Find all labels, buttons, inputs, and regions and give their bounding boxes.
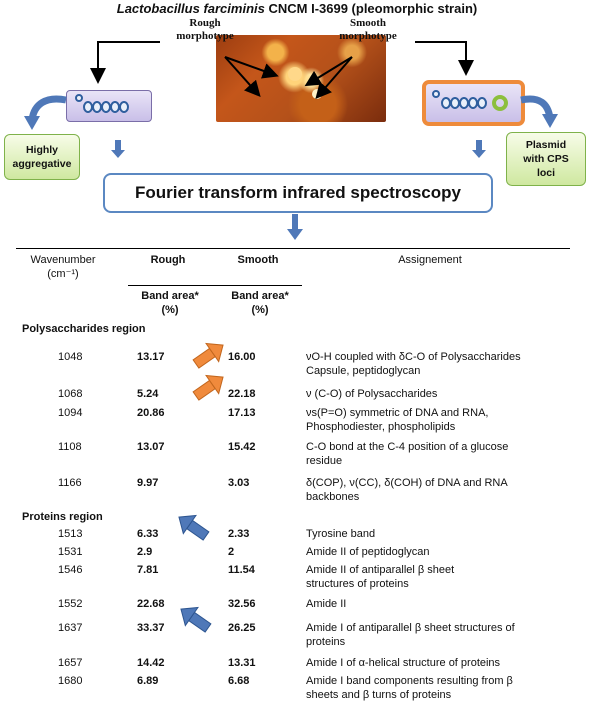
wavenumber-cell: 1108 <box>58 441 82 453</box>
rough-value-cell: 20.86 <box>137 407 165 419</box>
rough-value-cell: 5.24 <box>137 388 159 400</box>
wavenumber-cell: 1513 <box>58 528 83 540</box>
rough-connector-arrow <box>90 41 160 84</box>
down-arrow-right <box>472 140 486 158</box>
header-pct-rough: (%) <box>161 304 179 316</box>
table-top-rule <box>16 248 570 249</box>
rough-pointer-a <box>224 56 261 97</box>
species-name: Lactobacillus farciminis <box>116 1 265 16</box>
wavenumber-cell: 1637 <box>58 622 83 634</box>
smooth-bacteria-icon <box>432 90 487 109</box>
down-arrow-ftir <box>287 214 303 240</box>
proteins-region-label: Proteins region <box>22 511 103 523</box>
rough-morphotype-label: Rough morphotype <box>176 17 234 42</box>
increase-arrow-2 <box>192 374 224 401</box>
smooth-value-cell: 17.13 <box>228 407 256 419</box>
rough-value-cell: 9.97 <box>137 477 159 489</box>
wavenumber-cell: 1531 <box>58 546 83 558</box>
header-smooth: Smooth <box>237 254 279 266</box>
assignment-line: Amide II of antiparallel β sheet <box>306 564 455 576</box>
assignment-line: ν (C-O) of Polysaccharides <box>306 388 438 400</box>
polysaccharides-region-label: Polysaccharides region <box>22 323 146 335</box>
assignment-line: sheets and β turns of proteins <box>306 689 452 701</box>
assignment-line: backbones <box>306 491 360 503</box>
smooth-connector-arrow <box>415 41 474 76</box>
assignment-line: structures of proteins <box>306 578 409 590</box>
header-pct-smooth: (%) <box>251 304 269 316</box>
curved-arrow-right-head <box>542 114 558 128</box>
wavenumber-cell: 1680 <box>58 675 83 687</box>
assignment-line: Amide II <box>306 598 347 610</box>
assignment-line: proteins <box>306 636 346 648</box>
wavenumber-cell: 1552 <box>58 598 83 610</box>
header-assignment: Assignement <box>398 254 462 266</box>
assignment-line: Amide I band components resulting from β <box>306 675 513 687</box>
smooth-value-cell: 6.68 <box>228 675 250 687</box>
smooth-pointer-b <box>304 56 353 87</box>
assignment-line: Amide II of peptidoglycan <box>306 546 430 558</box>
smooth-value-cell: 3.03 <box>228 477 250 489</box>
wavenumber-cell: 1166 <box>58 477 82 489</box>
down-arrow-left <box>111 140 125 158</box>
rough-value-cell: 6.33 <box>137 528 159 540</box>
figure-title: Lactobacillus farciminis CNCM I-3699 (pl… <box>0 1 594 16</box>
decrease-arrow-1 <box>178 514 210 541</box>
smooth-pointer-a <box>315 56 353 100</box>
wavenumber-cell: 1546 <box>58 564 83 576</box>
ftir-box: Fourier transform infrared spectroscopy <box>103 173 493 213</box>
plasmid-ring-icon <box>492 95 508 111</box>
header-band-area-rough: Band area* <box>141 290 199 302</box>
smooth-value-cell: 22.18 <box>228 388 256 400</box>
smooth-value-cell: 16.00 <box>228 351 256 363</box>
band-area-rule <box>128 285 302 286</box>
wavenumber-cell: 1094 <box>58 407 83 419</box>
smooth-value-cell: 32.56 <box>228 598 256 610</box>
rough-value-cell: 13.17 <box>137 351 165 363</box>
increase-arrow-1 <box>192 342 224 369</box>
smooth-value-cell: 13.31 <box>228 657 256 669</box>
wavenumber-cell: 1068 <box>58 388 83 400</box>
wavenumber-cell: 1657 <box>58 657 83 669</box>
rough-value-cell: 33.37 <box>137 622 165 634</box>
assignment-line: Amide I of antiparallel β sheet structur… <box>306 622 515 634</box>
rough-value-cell: 13.07 <box>137 441 165 453</box>
assignment-line: νO-H coupled with δC-O of Polysaccharide… <box>306 351 521 363</box>
assignment-line: Phosphodiester, phospholipids <box>306 421 456 433</box>
rough-value-cell: 22.68 <box>137 598 165 610</box>
rough-bacteria-icon <box>75 94 129 113</box>
decrease-arrow-2 <box>180 606 212 633</box>
smooth-value-cell: 2 <box>228 546 235 558</box>
curved-arrow-left-head <box>24 116 40 130</box>
strain-name: CNCM I-3699 (pleomorphic strain) <box>264 1 478 16</box>
assignment-line: νs(P=O) symmetric of DNA and RNA, <box>306 407 489 419</box>
wavenumber-cell: 1048 <box>58 351 83 363</box>
assignment-line: δ(COP), ν(CC), δ(COH) of DNA and RNA <box>306 477 508 489</box>
rough-value-cell: 7.81 <box>137 564 159 576</box>
rough-pointer-b <box>224 56 279 79</box>
smooth-value-cell: 15.42 <box>228 441 256 453</box>
header-rough: Rough <box>150 254 186 266</box>
assignment-line: Capsule, peptidoglycan <box>306 365 421 377</box>
assignment-line: C-O bond at the C-4 position of a glucos… <box>306 441 509 453</box>
header-unit: (cm⁻¹) <box>47 268 79 280</box>
smooth-value-cell: 11.54 <box>228 564 255 576</box>
assignment-line: Tyrosine band <box>306 528 376 540</box>
highly-aggregative-box: Highly aggregative <box>4 134 80 180</box>
smooth-value-cell: 2.33 <box>228 528 250 540</box>
assignment-line: Amide I of α-helical structure of protei… <box>306 657 501 669</box>
rough-value-cell: 2.9 <box>137 546 153 558</box>
assignment-line: residue <box>306 455 343 467</box>
header-wavenumber: Wavenumber <box>30 254 96 266</box>
rough-value-cell: 14.42 <box>137 657 165 669</box>
smooth-morphotype-label: Smooth morphotype <box>339 17 397 42</box>
rough-value-cell: 6.89 <box>137 675 159 687</box>
smooth-value-cell: 26.25 <box>228 622 256 634</box>
rough-colony <box>288 67 302 81</box>
header-band-area-smooth: Band area* <box>231 290 289 302</box>
plasmid-box: Plasmid with CPS loci <box>506 132 586 186</box>
